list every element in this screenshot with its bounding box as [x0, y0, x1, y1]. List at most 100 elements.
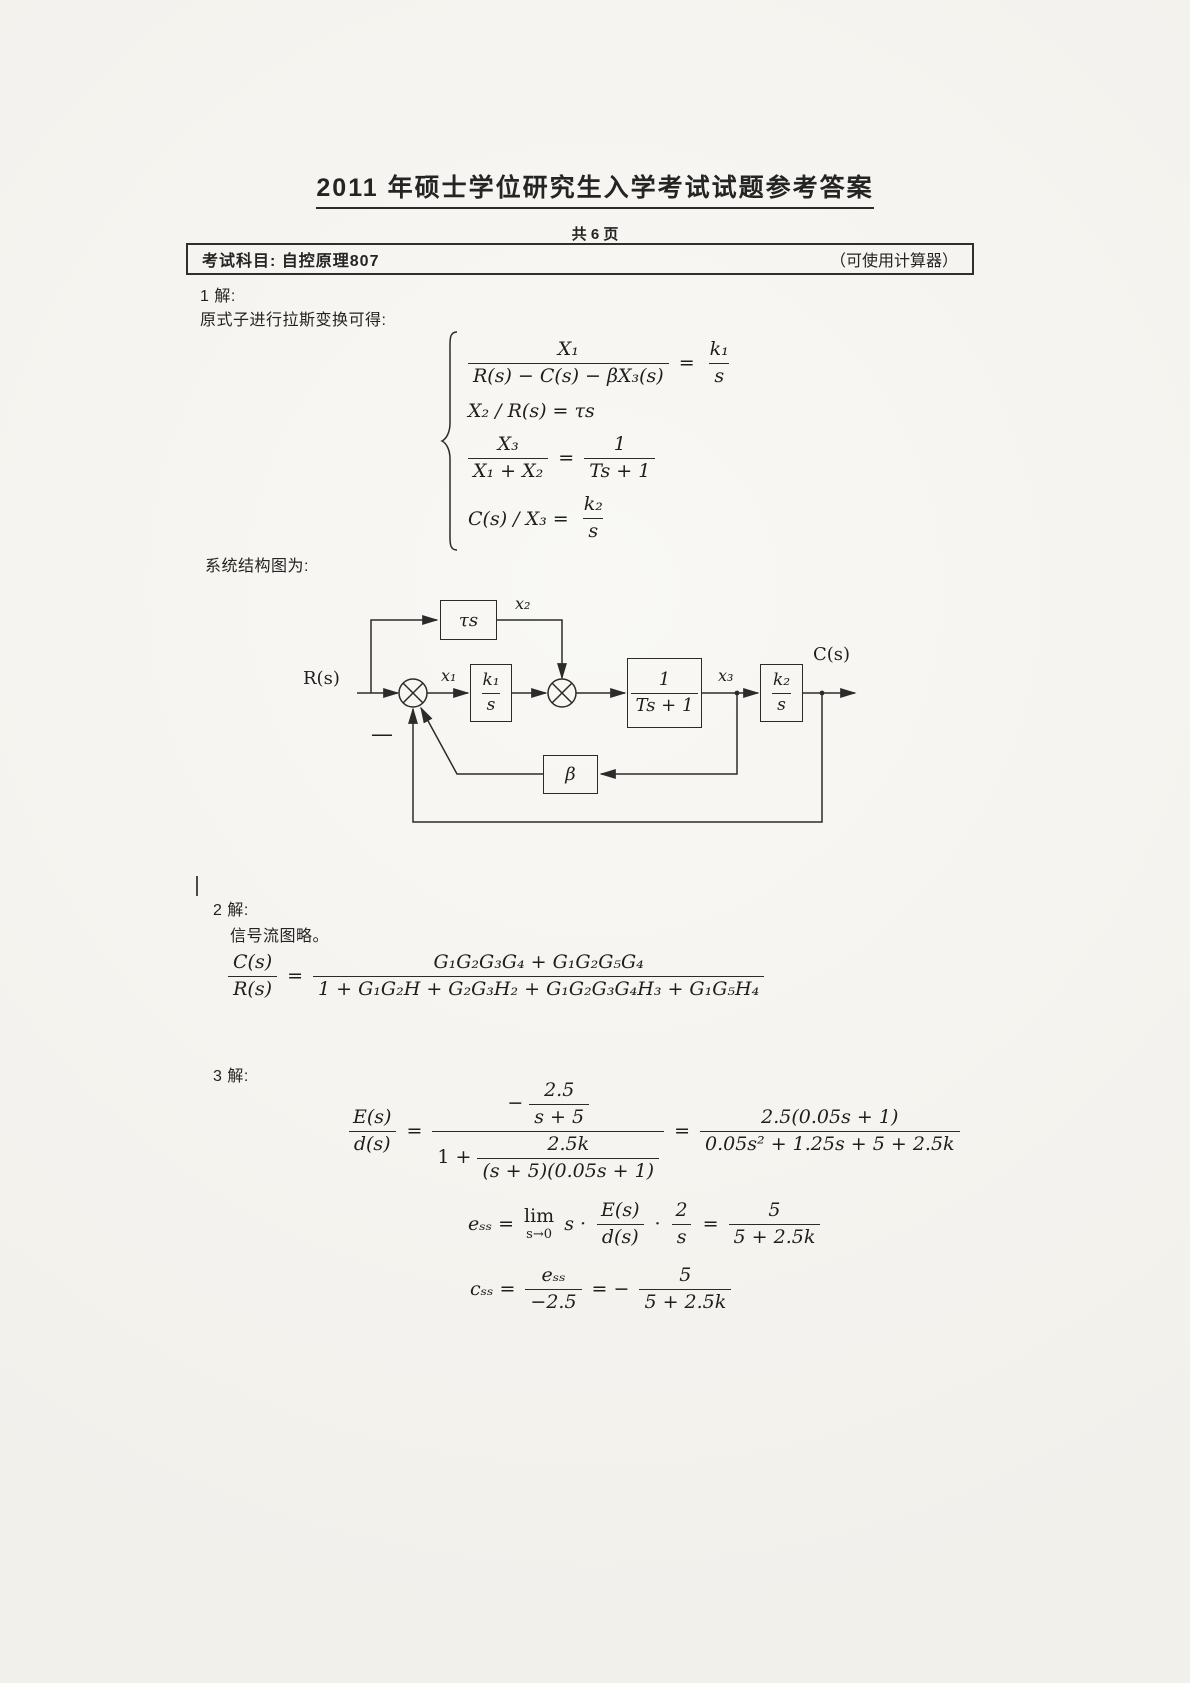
- denominator: −2.5: [525, 1288, 582, 1314]
- brace-icon: [440, 331, 458, 551]
- lim-label: lim: [524, 1205, 555, 1228]
- section2-heading: 2 解:: [213, 902, 249, 919]
- numerator: X₁: [557, 337, 579, 360]
- numerator: 5: [768, 1199, 781, 1221]
- equals-sign: =: [558, 447, 575, 469]
- dot-operator: ·: [654, 1213, 661, 1236]
- denominator: 5 + 2.5k: [639, 1288, 732, 1314]
- denominator-prefix: 1 +: [437, 1146, 472, 1169]
- equals-sign: =: [678, 352, 695, 375]
- equation-3: X₃ X₁ + X₂ = 1 Ts + 1: [468, 432, 734, 483]
- denominator: Ts + 1: [584, 457, 656, 483]
- calculator-note: （可使用计算器）: [829, 253, 958, 270]
- block-tau-s: τs: [440, 600, 497, 640]
- steady-state-error-equation: eₛₛ = lim s→0 s · E(s) d(s) · 2 s = 5 5 …: [468, 1199, 821, 1249]
- subject-box: 考试科目: 自控原理807 （可使用计算器）: [186, 243, 974, 275]
- numerator: E(s): [601, 1199, 640, 1221]
- equation-4: C(s) / X₃ = k₂ s: [468, 493, 734, 543]
- section1-intro: 原式子进行拉斯变换可得:: [200, 312, 387, 329]
- equals-minus-sign: = −: [591, 1278, 630, 1301]
- numerator: X₃: [497, 432, 519, 455]
- limit-operator: lim s→0: [524, 1205, 555, 1243]
- fraction: 1 Ts + 1: [584, 432, 656, 483]
- scan-artifact: [196, 876, 198, 896]
- numerator: E(s): [353, 1105, 392, 1128]
- fraction: k₂ s: [579, 493, 608, 543]
- denominator: s + 5: [529, 1103, 590, 1129]
- diagram-lines: [357, 615, 857, 823]
- denominator: Ts + 1: [630, 692, 699, 717]
- signal-x2-label: x₂: [515, 594, 531, 613]
- error-transfer-equation: E(s) d(s) = − 2.5 s + 5 1 + 2.5k: [348, 1079, 960, 1183]
- fraction: X₃ X₁ + X₂: [468, 432, 549, 483]
- numerator: eₛₛ: [541, 1264, 566, 1286]
- block-label: τs: [458, 609, 479, 631]
- denominator: (s + 5)(0.05s + 1): [477, 1157, 660, 1183]
- numerator: − 2.5 s + 5: [502, 1079, 594, 1131]
- fraction: 2.5 s + 5: [529, 1079, 590, 1129]
- fraction: 1 Ts + 1: [630, 668, 699, 717]
- equation-2: X₂ / R(s) = τs: [468, 400, 734, 422]
- fraction: k₂ s: [768, 669, 795, 715]
- subject-label: 考试科目: 自控原理807: [202, 253, 380, 270]
- denominator: 5 + 2.5k: [728, 1223, 821, 1249]
- numerator: 1: [658, 668, 671, 690]
- lim-subscript: s→0: [526, 1227, 553, 1243]
- transfer-function-equation: C(s) R(s) = G₁G₂G₃G₄ + G₁G₂G₅G₄ 1 + G₁G₂…: [228, 951, 765, 1001]
- numerator: 2.5k: [547, 1132, 590, 1155]
- numerator: 2.5: [544, 1079, 575, 1101]
- block-k2-over-s: k₂ s: [760, 664, 803, 722]
- numerator: k₁: [482, 669, 500, 690]
- ess-lhs: eₛₛ =: [468, 1213, 515, 1236]
- s-dot-term: s ·: [564, 1213, 587, 1236]
- numerator: k₂: [583, 493, 603, 516]
- numerator: 1: [613, 432, 626, 455]
- denominator: 0.05s² + 1.25s + 5 + 2.5k: [700, 1130, 960, 1156]
- fraction: 5 5 + 2.5k: [728, 1199, 821, 1249]
- numerator: C(s): [233, 951, 273, 973]
- signal-x1-label: x₁: [441, 666, 457, 685]
- css-lhs: cₛₛ =: [470, 1278, 516, 1301]
- section3-heading: 3 解:: [213, 1068, 249, 1085]
- fraction: k₁ s: [477, 669, 504, 716]
- input-signal-label: R(s): [303, 668, 340, 689]
- section2-note: 信号流图略。: [230, 928, 330, 945]
- numerator: k₂: [772, 669, 791, 690]
- denominator: d(s): [596, 1223, 644, 1249]
- block-first-order-lag: 1 Ts + 1: [627, 658, 702, 728]
- denominator: 1 + G₁G₂H + G₂G₃H₂ + G₁G₂G₃G₄H₃ + G₁G₅H₄: [313, 975, 765, 1001]
- numerator: 5: [679, 1264, 692, 1286]
- block-label: β: [565, 764, 576, 785]
- equation-text: X₂ / R(s) = τs: [468, 399, 595, 422]
- equation-1: X₁ R(s) − C(s) − βX₃(s) = k₁ s: [468, 337, 734, 388]
- fraction: G₁G₂G₃G₄ + G₁G₂G₅G₄ 1 + G₁G₂H + G₂G₃H₂ +…: [313, 951, 765, 1001]
- fraction: X₁ R(s) − C(s) − βX₃(s): [468, 337, 669, 388]
- page-count: 共 6 页: [571, 226, 619, 243]
- fraction: 2.5k (s + 5)(0.05s + 1): [477, 1132, 660, 1183]
- section1-heading: 1 解:: [200, 288, 236, 305]
- block-beta: β: [543, 755, 598, 794]
- block-diagram: R(s) C(s) x₁ x₂ x₃ — τs k₁ s 1 Ts + 1 k₂…: [185, 582, 885, 844]
- numerator: k₁: [709, 337, 729, 360]
- diagram-caption: 系统结构图为:: [205, 558, 309, 575]
- denominator: 1 + 2.5k (s + 5)(0.05s + 1): [432, 1130, 665, 1183]
- numerator: 2.5(0.05s + 1): [761, 1105, 899, 1128]
- fraction: k₁ s: [705, 337, 734, 388]
- equals-sign: =: [287, 965, 304, 988]
- fraction: C(s) R(s): [228, 951, 277, 1001]
- nested-fraction: − 2.5 s + 5 1 + 2.5k (s + 5)(0.05s + 1): [432, 1079, 665, 1183]
- fraction: 5 5 + 2.5k: [639, 1264, 732, 1314]
- denominator: s: [671, 1223, 692, 1249]
- equals-sign: =: [406, 1120, 423, 1143]
- denominator: X₁ + X₂: [468, 457, 549, 483]
- fraction: 2 s: [671, 1199, 693, 1249]
- minus-sign: −: [507, 1092, 524, 1115]
- denominator: R(s): [228, 975, 277, 1001]
- page-title: 2011 年硕士学位研究生入学考试试题参考答案: [316, 168, 874, 209]
- denominator: s: [481, 692, 501, 716]
- equals-sign: =: [674, 1120, 690, 1143]
- equals-sign: =: [702, 1213, 719, 1236]
- steady-state-output-equation: cₛₛ = eₛₛ −2.5 = − 5 5 + 2.5k: [470, 1264, 732, 1314]
- numerator: G₁G₂G₃G₄ + G₁G₂G₅G₄: [433, 951, 644, 973]
